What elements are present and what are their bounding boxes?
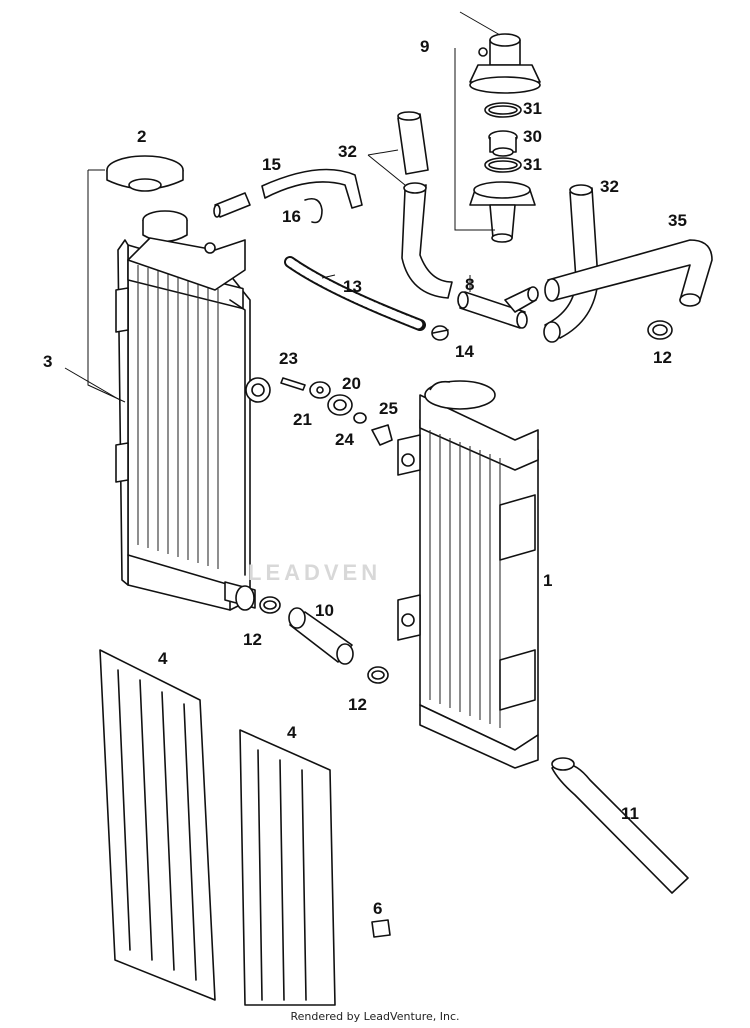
hose-11 bbox=[551, 757, 689, 894]
clamp-14 bbox=[431, 325, 449, 341]
callout-32-right: 32 bbox=[600, 177, 619, 196]
mounting-hardware bbox=[280, 377, 393, 446]
callout-32-left: 32 bbox=[338, 142, 357, 161]
callout-9: 9 bbox=[420, 37, 430, 56]
callout-2: 2 bbox=[137, 127, 147, 146]
right-radiator bbox=[397, 380, 539, 769]
callout-24: 24 bbox=[335, 430, 354, 449]
watermark-text: LEADVEN bbox=[248, 560, 382, 585]
callout-31-top: 31 bbox=[523, 99, 542, 118]
callout-12-right: 12 bbox=[653, 348, 672, 367]
callout-6: 6 bbox=[373, 899, 383, 918]
callout-12-lower: 12 bbox=[348, 695, 367, 714]
callout-21: 21 bbox=[293, 410, 312, 429]
callout-23: 23 bbox=[279, 349, 298, 368]
callout-14: 14 bbox=[455, 342, 474, 361]
hose-32-left bbox=[397, 111, 453, 299]
nut-6 bbox=[371, 919, 391, 938]
hose-35 bbox=[544, 239, 713, 307]
louver-guard-left bbox=[99, 649, 216, 1001]
callout-16: 16 bbox=[282, 207, 301, 226]
callout-4-left: 4 bbox=[158, 649, 168, 668]
leader-lines bbox=[64, 11, 501, 403]
callout-10: 10 bbox=[315, 601, 334, 620]
callout-12-left: 12 bbox=[243, 630, 262, 649]
left-radiator bbox=[115, 210, 271, 611]
hose-15 bbox=[213, 168, 363, 224]
hose-10 bbox=[288, 607, 354, 665]
clamp-12-right bbox=[647, 320, 673, 340]
callout-8: 8 bbox=[465, 275, 475, 294]
callout-13: 13 bbox=[343, 277, 362, 296]
callout-4-right: 4 bbox=[287, 723, 297, 742]
callout-15: 15 bbox=[262, 155, 281, 174]
clamp-12-lower-left bbox=[259, 596, 281, 614]
callout-3: 3 bbox=[43, 352, 53, 371]
callout-11: 11 bbox=[621, 804, 639, 823]
callout-25: 25 bbox=[379, 399, 398, 418]
callout-31-bottom: 31 bbox=[523, 155, 542, 174]
breather-hose-13 bbox=[284, 256, 426, 331]
radiator-cap bbox=[106, 155, 184, 192]
t-piece bbox=[457, 286, 539, 329]
callout-30: 30 bbox=[523, 127, 542, 146]
thermostat-assembly bbox=[469, 33, 541, 243]
clamp-12-lower-right bbox=[367, 666, 389, 684]
louver-guard-right bbox=[239, 729, 336, 1006]
callout-20: 20 bbox=[342, 374, 361, 393]
callout-35: 35 bbox=[668, 211, 687, 230]
render-credit: Rendered by LeadVenture, Inc. bbox=[290, 1010, 460, 1023]
callout-1: 1 bbox=[543, 571, 553, 590]
hose-32-right bbox=[543, 184, 599, 343]
